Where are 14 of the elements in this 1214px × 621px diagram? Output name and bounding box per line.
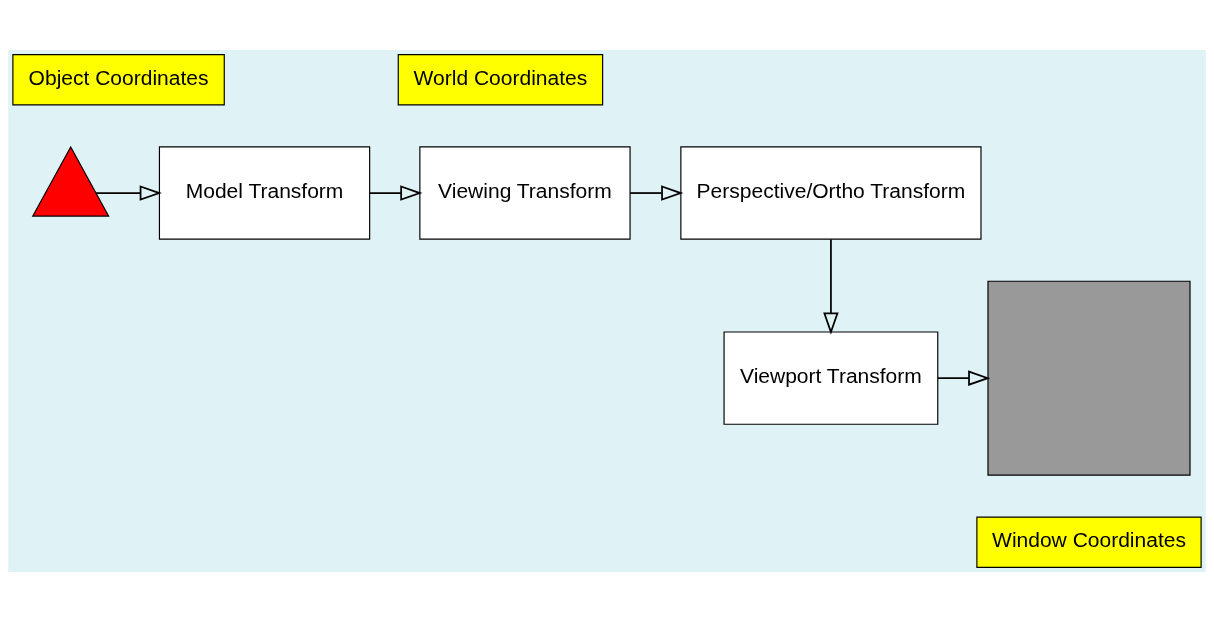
node-box: Model Transform [158, 145, 371, 240]
arrow [823, 238, 839, 335]
node-box: Perspective/Ortho Transform [680, 145, 982, 240]
node-box: Viewing Transform [419, 145, 631, 240]
arrow [629, 184, 684, 201]
node-triangle [31, 145, 110, 217]
node-box: World Coordinates [397, 53, 604, 105]
arrow [368, 184, 423, 201]
node-box [987, 280, 1191, 476]
arrow [95, 184, 162, 201]
node-box: Window Coordinates [976, 516, 1202, 568]
node-box: Viewport Transform [723, 330, 939, 425]
arrow [936, 369, 991, 386]
node-box: Object Coordinates [12, 53, 225, 105]
